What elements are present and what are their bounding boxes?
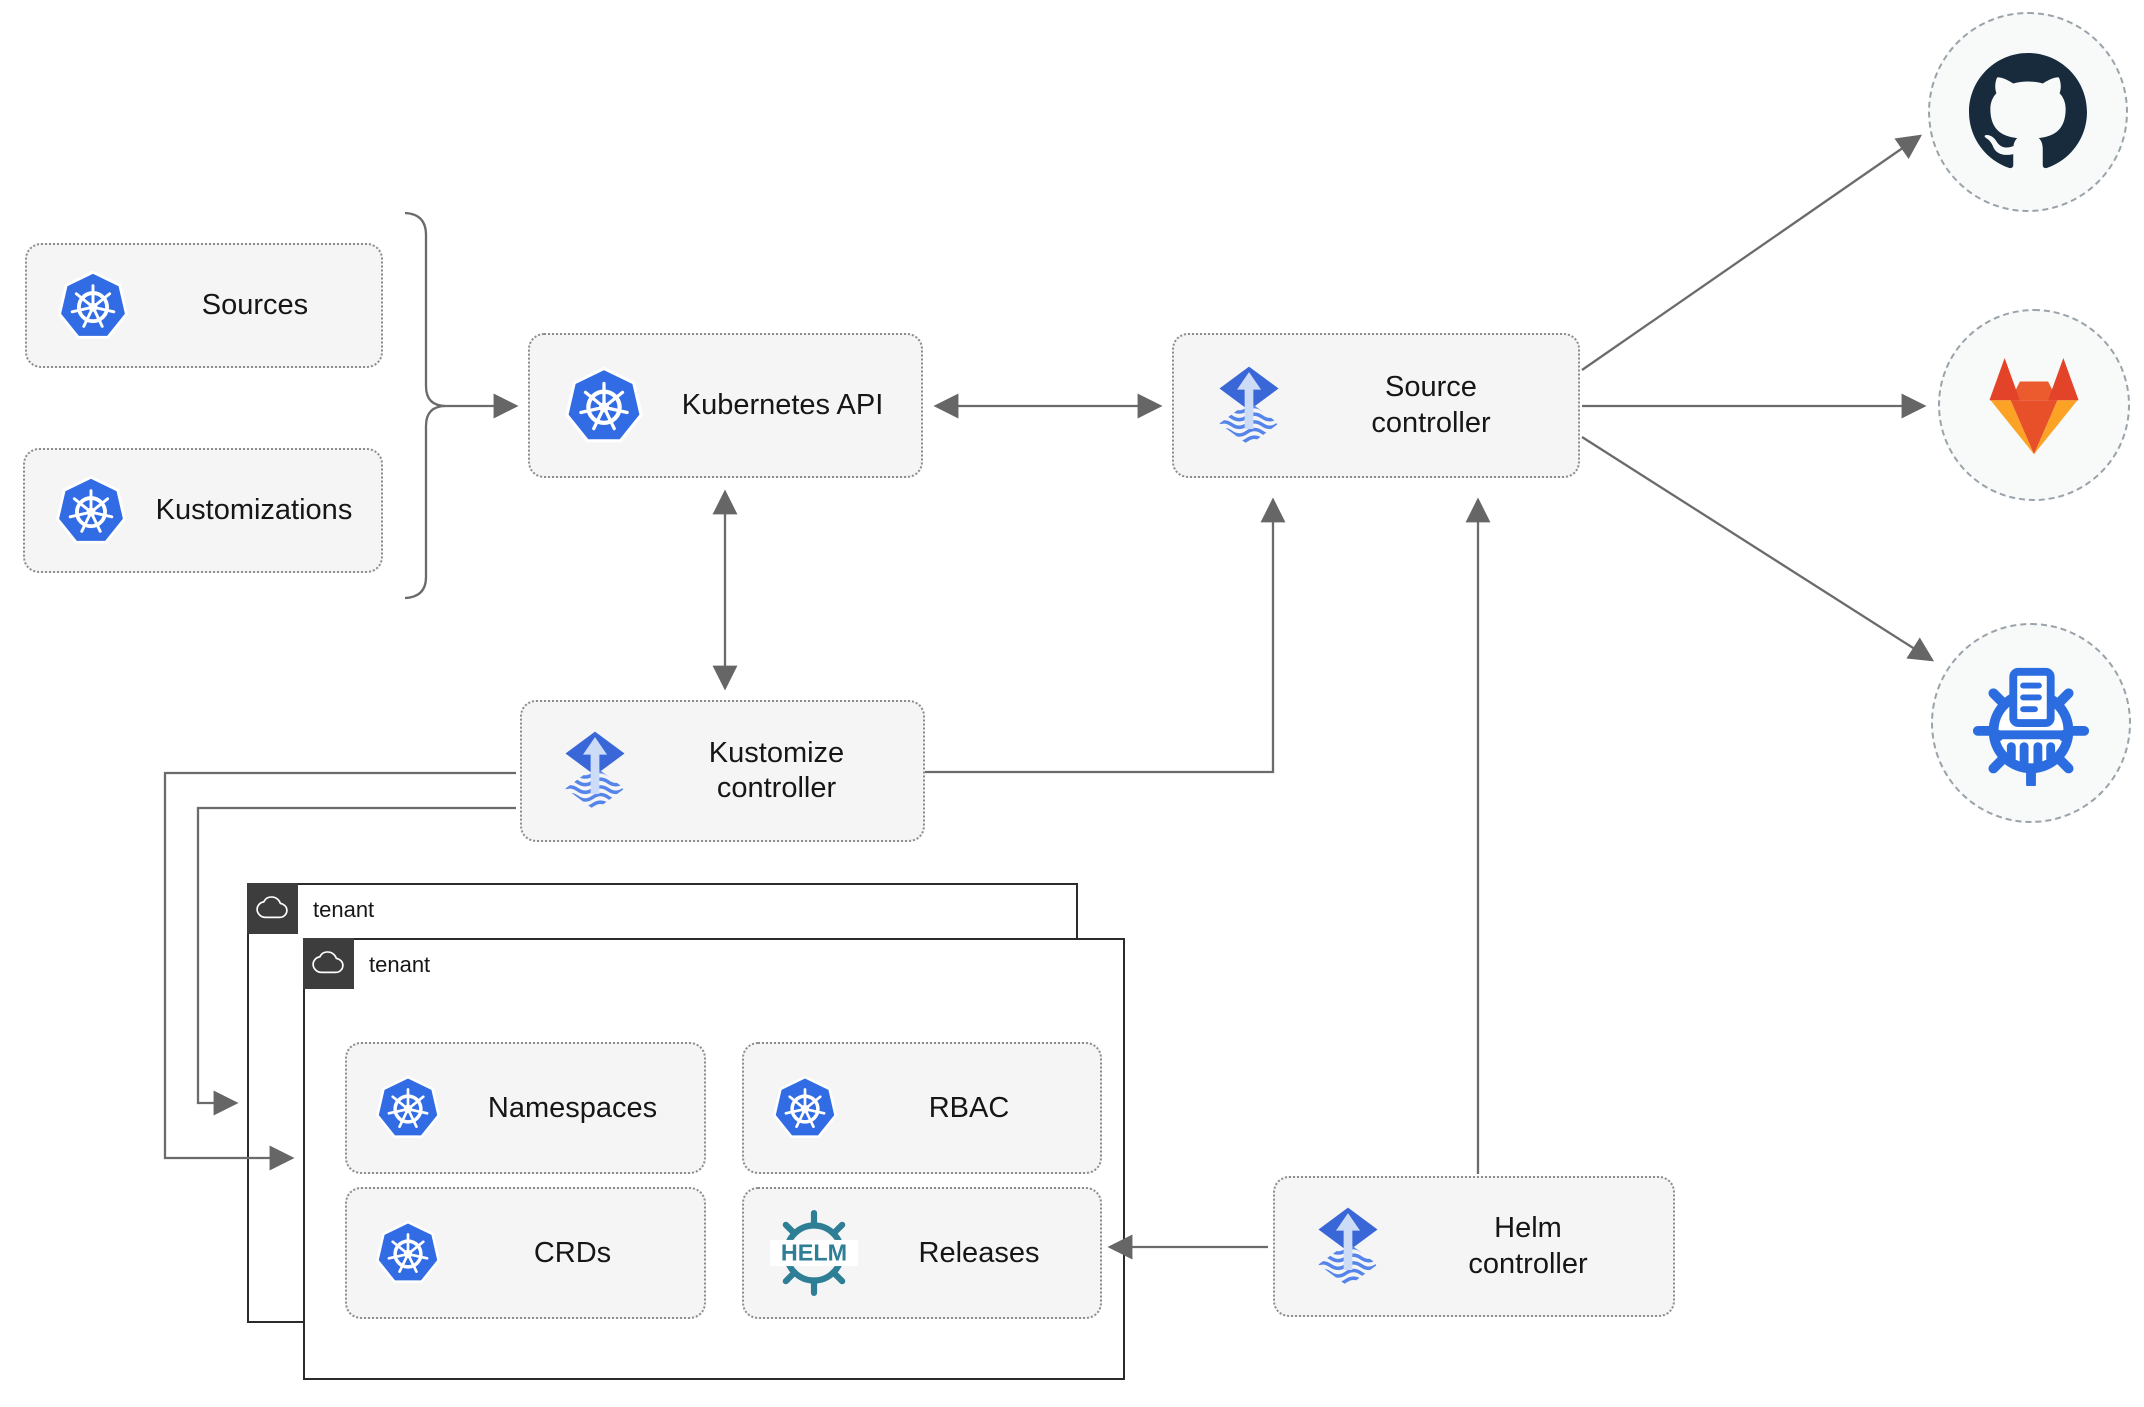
external-manifest-registry[interactable] bbox=[1931, 623, 2131, 823]
flux-icon bbox=[560, 730, 630, 812]
edge-source-to-registry bbox=[1581, 436, 1935, 662]
node-label: Kubernetes API bbox=[681, 389, 884, 421]
kubernetes-icon bbox=[564, 366, 644, 446]
github-icon bbox=[1969, 53, 2087, 171]
node-label: Kustomizations bbox=[155, 494, 353, 526]
tenant-tab bbox=[246, 882, 298, 934]
node-label: CRDs bbox=[533, 1236, 612, 1269]
flux-icon bbox=[1313, 1206, 1383, 1288]
tenant-label: tenant bbox=[369, 952, 431, 977]
node-crds[interactable]: CRDs bbox=[345, 1187, 706, 1319]
external-gitlab[interactable] bbox=[1938, 309, 2130, 501]
node-source-controller[interactable]: Source controller bbox=[1172, 333, 1580, 478]
node-kustomize-controller[interactable]: Kustomize controller bbox=[520, 700, 925, 842]
node-kubernetes-api[interactable]: Kubernetes API bbox=[528, 333, 923, 478]
manifest-registry-icon bbox=[1968, 660, 2094, 786]
helm-icon bbox=[770, 1209, 858, 1297]
tenant-container-inner: tenant Namespaces RBAC CRDs Releases bbox=[302, 937, 1125, 1380]
node-label: RBAC bbox=[928, 1091, 1010, 1124]
cloud-icon bbox=[311, 951, 345, 975]
node-sources[interactable]: Sources bbox=[25, 243, 383, 368]
node-namespaces[interactable]: Namespaces bbox=[345, 1042, 706, 1174]
flux-icon bbox=[1214, 365, 1284, 447]
node-rbac[interactable]: RBAC bbox=[742, 1042, 1102, 1174]
tenant-label: tenant bbox=[313, 897, 375, 922]
node-helm-controller[interactable]: Helm controller bbox=[1273, 1176, 1675, 1317]
kubernetes-icon bbox=[772, 1075, 838, 1141]
node-label: Sources bbox=[201, 289, 309, 321]
node-kustomizations[interactable]: Kustomizations bbox=[23, 448, 383, 573]
edge-source-to-github bbox=[1581, 134, 1923, 371]
node-releases[interactable]: Releases bbox=[742, 1187, 1102, 1319]
tenant-tab bbox=[302, 937, 354, 989]
node-label: Helm controller bbox=[1468, 1212, 1588, 1280]
external-github[interactable] bbox=[1928, 12, 2128, 212]
cloud-icon bbox=[255, 896, 289, 920]
kubernetes-icon bbox=[57, 270, 129, 342]
kubernetes-icon bbox=[55, 475, 127, 547]
node-label: Namespaces bbox=[487, 1091, 658, 1124]
node-label: Releases bbox=[918, 1236, 1040, 1269]
kubernetes-icon bbox=[375, 1075, 441, 1141]
node-label: Source controller bbox=[1371, 371, 1491, 439]
gitlab-icon bbox=[1975, 351, 2093, 459]
node-label: Kustomize controller bbox=[708, 736, 845, 804]
brace-sources-group bbox=[404, 211, 447, 600]
edge-kustomize-to-source bbox=[925, 497, 1286, 774]
kubernetes-icon bbox=[375, 1220, 441, 1286]
